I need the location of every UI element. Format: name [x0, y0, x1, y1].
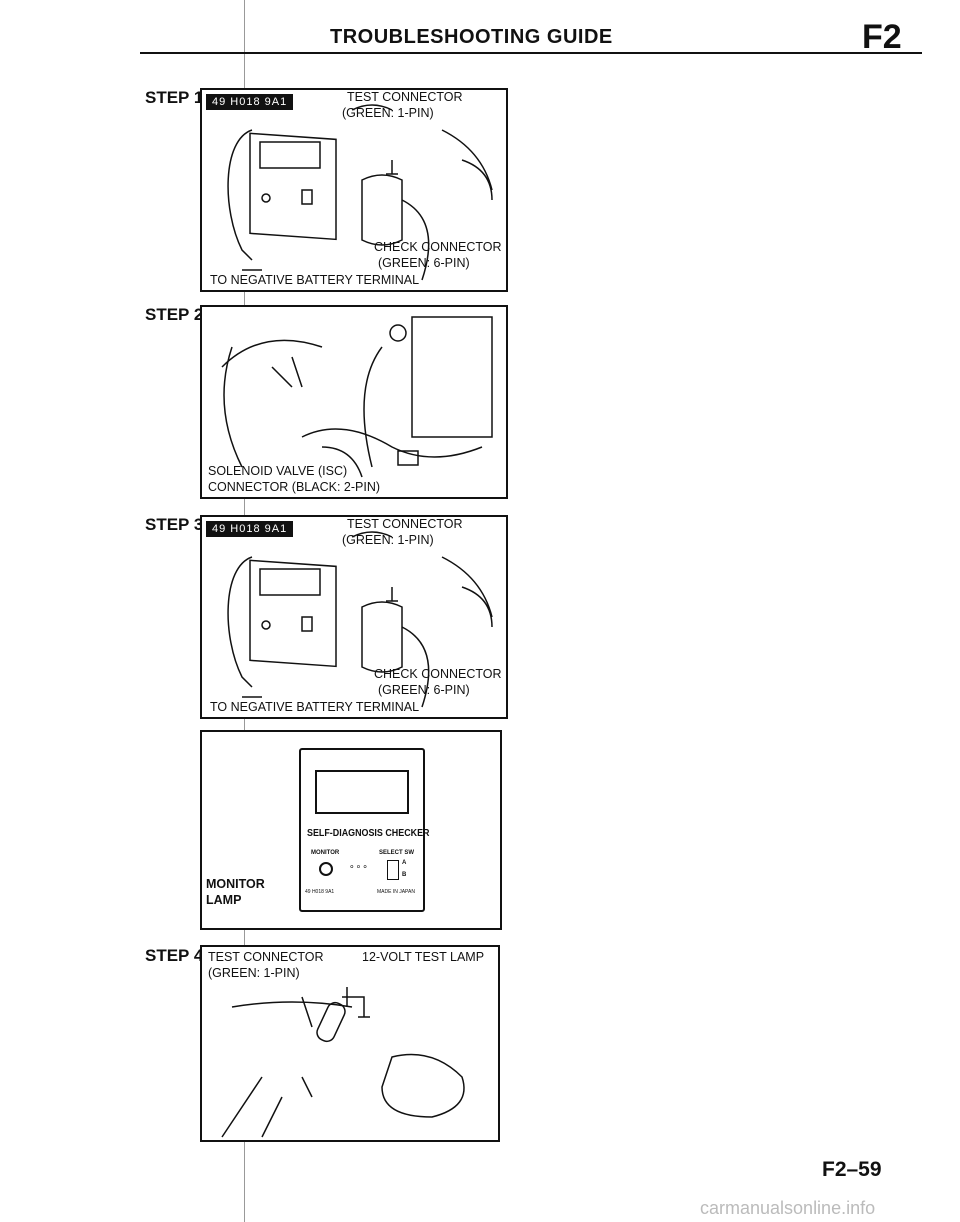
step-2-figure: SOLENOID VALVE (ISC) CONNECTOR (BLACK: 2… — [200, 305, 508, 499]
switch-b-label: B — [402, 872, 407, 878]
step-4-figure: TEST CONNECTOR (GREEN: 1-PIN) 12-VOLT TE… — [200, 945, 500, 1142]
callout-monitor: MONITOR — [206, 877, 265, 891]
callout-test-lamp: 12-VOLT TEST LAMP — [362, 950, 485, 964]
checker-body: SELF-DIAGNOSIS CHECKER MONITOR ∘∘∘ SELEC… — [299, 748, 429, 912]
test-lamp-illustration — [221, 987, 465, 1138]
watermark: carmanualsonline.info — [700, 1198, 876, 1218]
select-switch-text: SELECT SW — [379, 850, 415, 856]
checker-detail-figure: SELF-DIAGNOSIS CHECKER MONITOR ∘∘∘ SELEC… — [200, 730, 502, 930]
checker-name: SELF-DIAGNOSIS CHECKER — [307, 827, 430, 839]
callout-check-connector: CHECK CONNECTOR — [374, 240, 502, 254]
step-3-label: STEP 3 — [145, 515, 204, 534]
callout-test-connector-color: (GREEN: 1-PIN) — [208, 966, 300, 980]
callout-test-connector: TEST CONNECTOR — [208, 950, 324, 964]
engine-bay-illustration — [227, 104, 493, 281]
step-3-figure: 49 H018 9A1 TEST CONNECTOR (GREEN: 1-PIN… — [200, 515, 508, 719]
step-4-label: STEP 4 — [145, 946, 204, 965]
tool-number-tag: 49 H018 9A1 — [206, 521, 294, 537]
page-number: F2–59 — [822, 1158, 882, 1181]
checker-display — [315, 770, 409, 814]
monitor-text: MONITOR — [311, 850, 340, 856]
callout-lamp: LAMP — [206, 893, 242, 907]
engine-bay-illustration — [227, 531, 493, 708]
step-1-label: STEP 1 — [145, 88, 204, 107]
tool-number-tag: 49 H018 9A1 — [206, 94, 294, 110]
callout-negative-terminal: TO NEGATIVE BATTERY TERMINAL — [210, 700, 420, 714]
callout-test-connector: TEST CONNECTOR — [347, 90, 463, 104]
select-switch — [387, 860, 399, 880]
made-in-text: MADE IN JAPAN — [377, 889, 415, 895]
solenoid-valve-illustration — [221, 316, 493, 478]
callout-test-connector-color: (GREEN: 1-PIN) — [342, 533, 434, 547]
page-title: TROUBLESHOOTING GUIDE — [330, 26, 613, 48]
callout-check-connector-color: (GREEN: 6-PIN) — [378, 256, 470, 270]
step-1-figure: 49 H018 9A1 TEST CONNECTOR (GREEN: 1-PIN… — [200, 88, 508, 292]
header-rule — [140, 52, 922, 54]
callout-test-connector: TEST CONNECTOR — [347, 517, 463, 531]
section-code: F2 — [862, 18, 902, 56]
monitor-lamp-icon — [319, 862, 333, 876]
checker-model-text: 49 H018 9A1 — [305, 889, 335, 895]
callout-solenoid-connector: CONNECTOR (BLACK: 2-PIN) — [208, 480, 381, 494]
indicator-dots-icon: ∘∘∘ — [349, 861, 369, 871]
callout-solenoid-valve: SOLENOID VALVE (ISC) — [208, 464, 348, 478]
switch-a-label: A — [402, 860, 407, 866]
callout-negative-terminal: TO NEGATIVE BATTERY TERMINAL — [210, 273, 420, 287]
callout-check-connector-color: (GREEN: 6-PIN) — [378, 683, 470, 697]
callout-check-connector: CHECK CONNECTOR — [374, 667, 502, 681]
callout-test-connector-color: (GREEN: 1-PIN) — [342, 106, 434, 120]
step-2-label: STEP 2 — [145, 305, 204, 324]
